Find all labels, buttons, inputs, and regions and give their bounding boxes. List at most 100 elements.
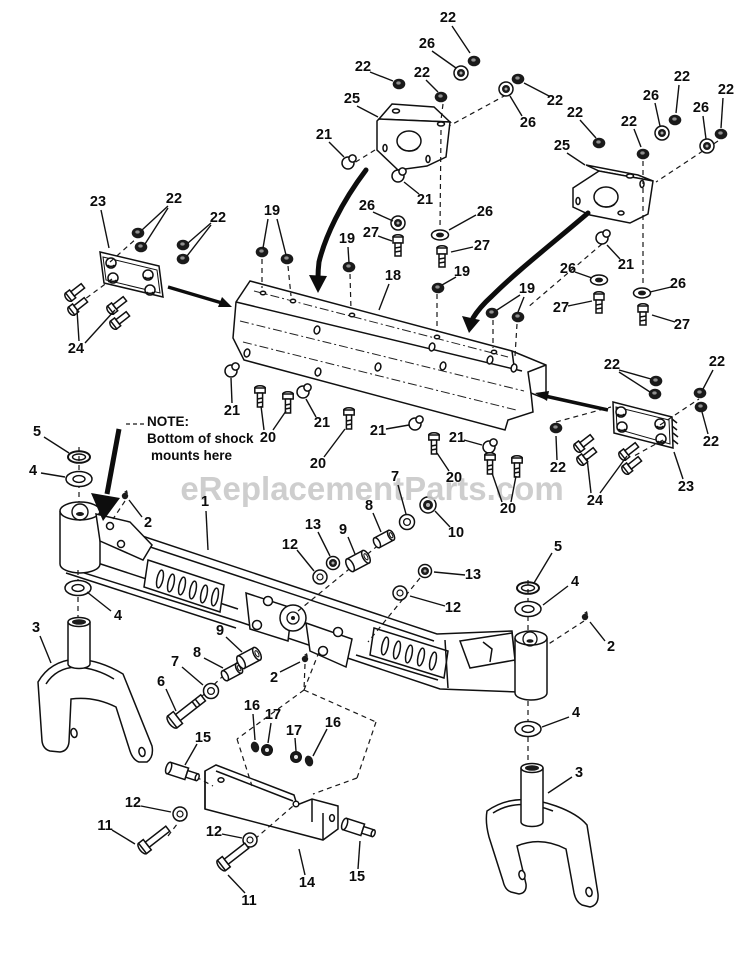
callout-label-26: 26 [692, 100, 710, 116]
callout-label-18: 18 [384, 268, 402, 284]
leader-line-13 [433, 571, 466, 576]
callout-label-20: 20 [259, 430, 277, 446]
leader-line-2 [279, 661, 301, 673]
callout-label-1: 1 [200, 494, 210, 510]
callout-label-27: 27 [673, 317, 691, 333]
leader-line-5 [43, 436, 70, 454]
watermark-text: eReplacementParts.com [180, 470, 563, 507]
leader-line-16 [252, 713, 256, 741]
note-title: NOTE: [147, 414, 189, 429]
leader-line-22 [579, 119, 597, 139]
callout-label-22: 22 [354, 59, 372, 75]
leader-line-15 [184, 743, 198, 766]
note-annotation: NOTE: Bottom of shock mounts here [147, 413, 254, 464]
callout-label-12: 12 [281, 537, 299, 553]
callout-label-12: 12 [444, 600, 462, 616]
leader-line-20 [260, 405, 265, 431]
leader-line-2 [128, 499, 143, 518]
callout-label-2: 2 [269, 670, 279, 686]
callout-label-22: 22 [549, 460, 567, 476]
leader-line-24 [599, 455, 628, 494]
callout-label-19: 19 [453, 264, 471, 280]
note-line2: mounts here [151, 448, 233, 463]
callout-label-21: 21 [369, 423, 387, 439]
leader-line-4 [542, 585, 569, 606]
callout-label-17: 17 [285, 723, 303, 739]
leader-line-19 [262, 218, 269, 249]
leader-line-15 [357, 840, 361, 870]
leader-line-21 [328, 141, 345, 158]
callout-label-26: 26 [519, 115, 537, 131]
callout-label-13: 13 [464, 567, 482, 583]
leader-line-9 [347, 536, 356, 555]
leader-line-6 [165, 688, 177, 712]
leader-line-20 [436, 452, 450, 472]
right-shock-bracket-part-25 [572, 164, 654, 224]
leader-line-12 [221, 833, 243, 839]
leader-line-3 [547, 776, 573, 794]
leader-line-21 [463, 439, 483, 446]
leader-line-26 [431, 50, 457, 69]
leader-line-12 [140, 805, 172, 813]
callout-label-21: 21 [416, 192, 434, 208]
leader-line-22 [633, 128, 642, 148]
leader-line-22 [701, 411, 709, 435]
callout-label-20: 20 [445, 470, 463, 486]
leader-line-22 [141, 205, 169, 231]
leader-line-21 [385, 424, 410, 430]
leader-line-20 [510, 475, 517, 503]
callout-label-11: 11 [241, 893, 257, 909]
right-caster-fork-part-3 [485, 762, 599, 908]
callout-label-19: 19 [263, 203, 281, 219]
pointer-arrows [91, 167, 609, 521]
leader-line-27 [567, 300, 593, 307]
callout-label-26: 26 [669, 276, 687, 292]
leader-line-19 [441, 276, 457, 286]
leader-line-18 [378, 283, 390, 311]
leader-line-4 [86, 591, 112, 612]
callout-label-26: 26 [559, 261, 577, 277]
callout-label-26: 26 [476, 204, 494, 220]
callout-label-25: 25 [343, 91, 361, 107]
leader-line-17 [294, 737, 297, 752]
leader-line-19 [496, 294, 521, 311]
leader-line-25 [566, 152, 586, 166]
leader-line-7 [397, 484, 407, 515]
leader-line-22 [555, 435, 558, 461]
leader-line-19 [276, 218, 287, 256]
leader-line-4 [40, 472, 66, 478]
leader-line-22 [720, 97, 724, 129]
callout-label-21: 21 [617, 257, 635, 273]
callout-label-22: 22 [717, 82, 735, 98]
leader-line-21 [403, 181, 420, 195]
callout-label-21: 21 [313, 415, 331, 431]
leader-line-22 [186, 224, 212, 257]
callout-label-12: 12 [205, 824, 223, 840]
leader-line-22 [369, 71, 394, 82]
callout-label-22: 22 [702, 434, 720, 450]
note-line1: Bottom of shock [147, 431, 254, 446]
callout-label-24: 24 [586, 493, 604, 509]
leader-line-26 [702, 115, 707, 140]
callout-label-7: 7 [170, 654, 180, 670]
shock-mount-bracket-part-14 [204, 764, 339, 841]
axle-beam-part-1 [59, 501, 548, 701]
leader-line-26 [654, 102, 661, 127]
leader-line-22 [675, 84, 680, 114]
callout-label-22: 22 [413, 65, 431, 81]
callout-label-24: 24 [67, 341, 85, 357]
leader-line-2 [589, 621, 606, 642]
callout-label-5: 5 [553, 539, 563, 555]
leader-line-22 [144, 207, 169, 245]
right-mount-plate-part-23 [612, 401, 679, 449]
leader-line-27 [377, 235, 393, 242]
leader-line-24 [586, 457, 592, 494]
leader-line-23 [100, 209, 110, 249]
leader-line-12 [409, 595, 446, 607]
callout-label-22: 22 [209, 210, 227, 226]
leader-line-12 [296, 549, 315, 572]
leader-line-3 [39, 635, 52, 664]
callout-label-15: 15 [348, 869, 366, 885]
callout-label-12: 12 [124, 795, 142, 811]
